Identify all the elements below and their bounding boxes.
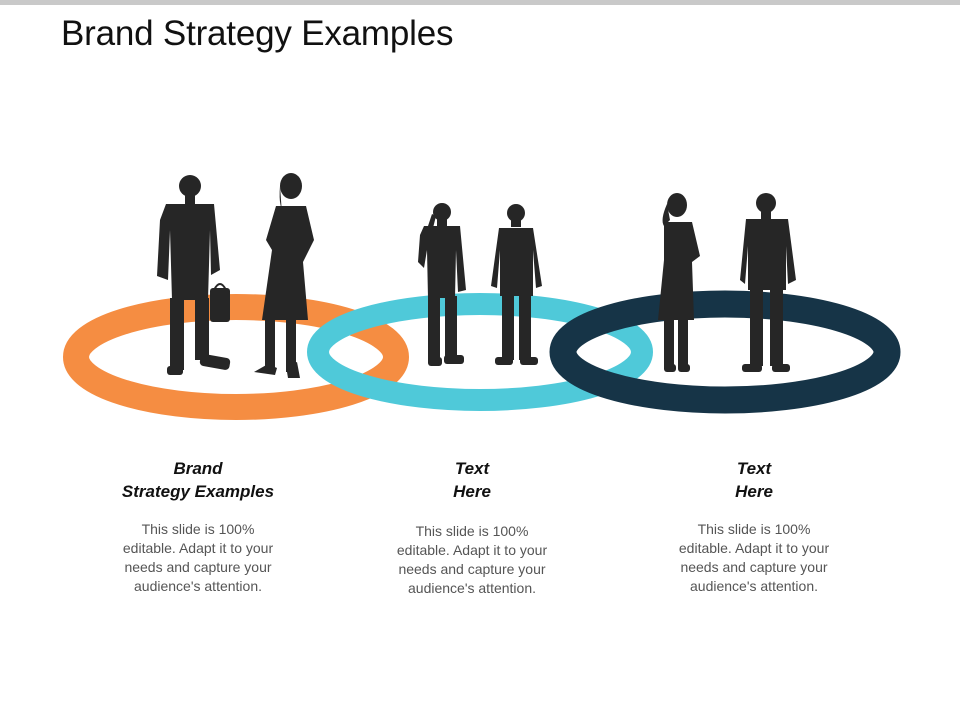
businessman-casual-silhouette	[740, 193, 796, 372]
ring-orange	[63, 294, 409, 420]
slide-title: Brand Strategy Examples	[61, 14, 454, 53]
column-2: Text Here This slide is 100% editable. A…	[357, 457, 587, 598]
column-3-body: This slide is 100% editable. Adapt it to…	[678, 521, 830, 594]
businesswoman-hand-on-chin-silhouette	[658, 193, 700, 372]
ring-navy	[549, 290, 901, 414]
column-2-heading: Text Here	[453, 459, 491, 501]
businessman-with-briefcase-silhouette	[157, 175, 231, 375]
column-3: Text Here This slide is 100% editable. A…	[639, 457, 869, 596]
column-1: Brand Strategy Examples This slide is 10…	[83, 457, 313, 596]
ring-teal	[307, 293, 653, 411]
businesswoman-arms-crossed-silhouette	[254, 173, 314, 378]
column-1-heading: Brand Strategy Examples	[121, 459, 275, 501]
businessman-standing-silhouette	[491, 204, 542, 365]
top-accent-bar	[0, 0, 960, 5]
column-3-heading: Text Here	[735, 459, 773, 501]
column-1-body: This slide is 100% editable. Adapt it to…	[122, 521, 274, 594]
column-2-body: This slide is 100% editable. Adapt it to…	[396, 523, 548, 596]
businessman-on-phone-silhouette	[418, 203, 466, 366]
